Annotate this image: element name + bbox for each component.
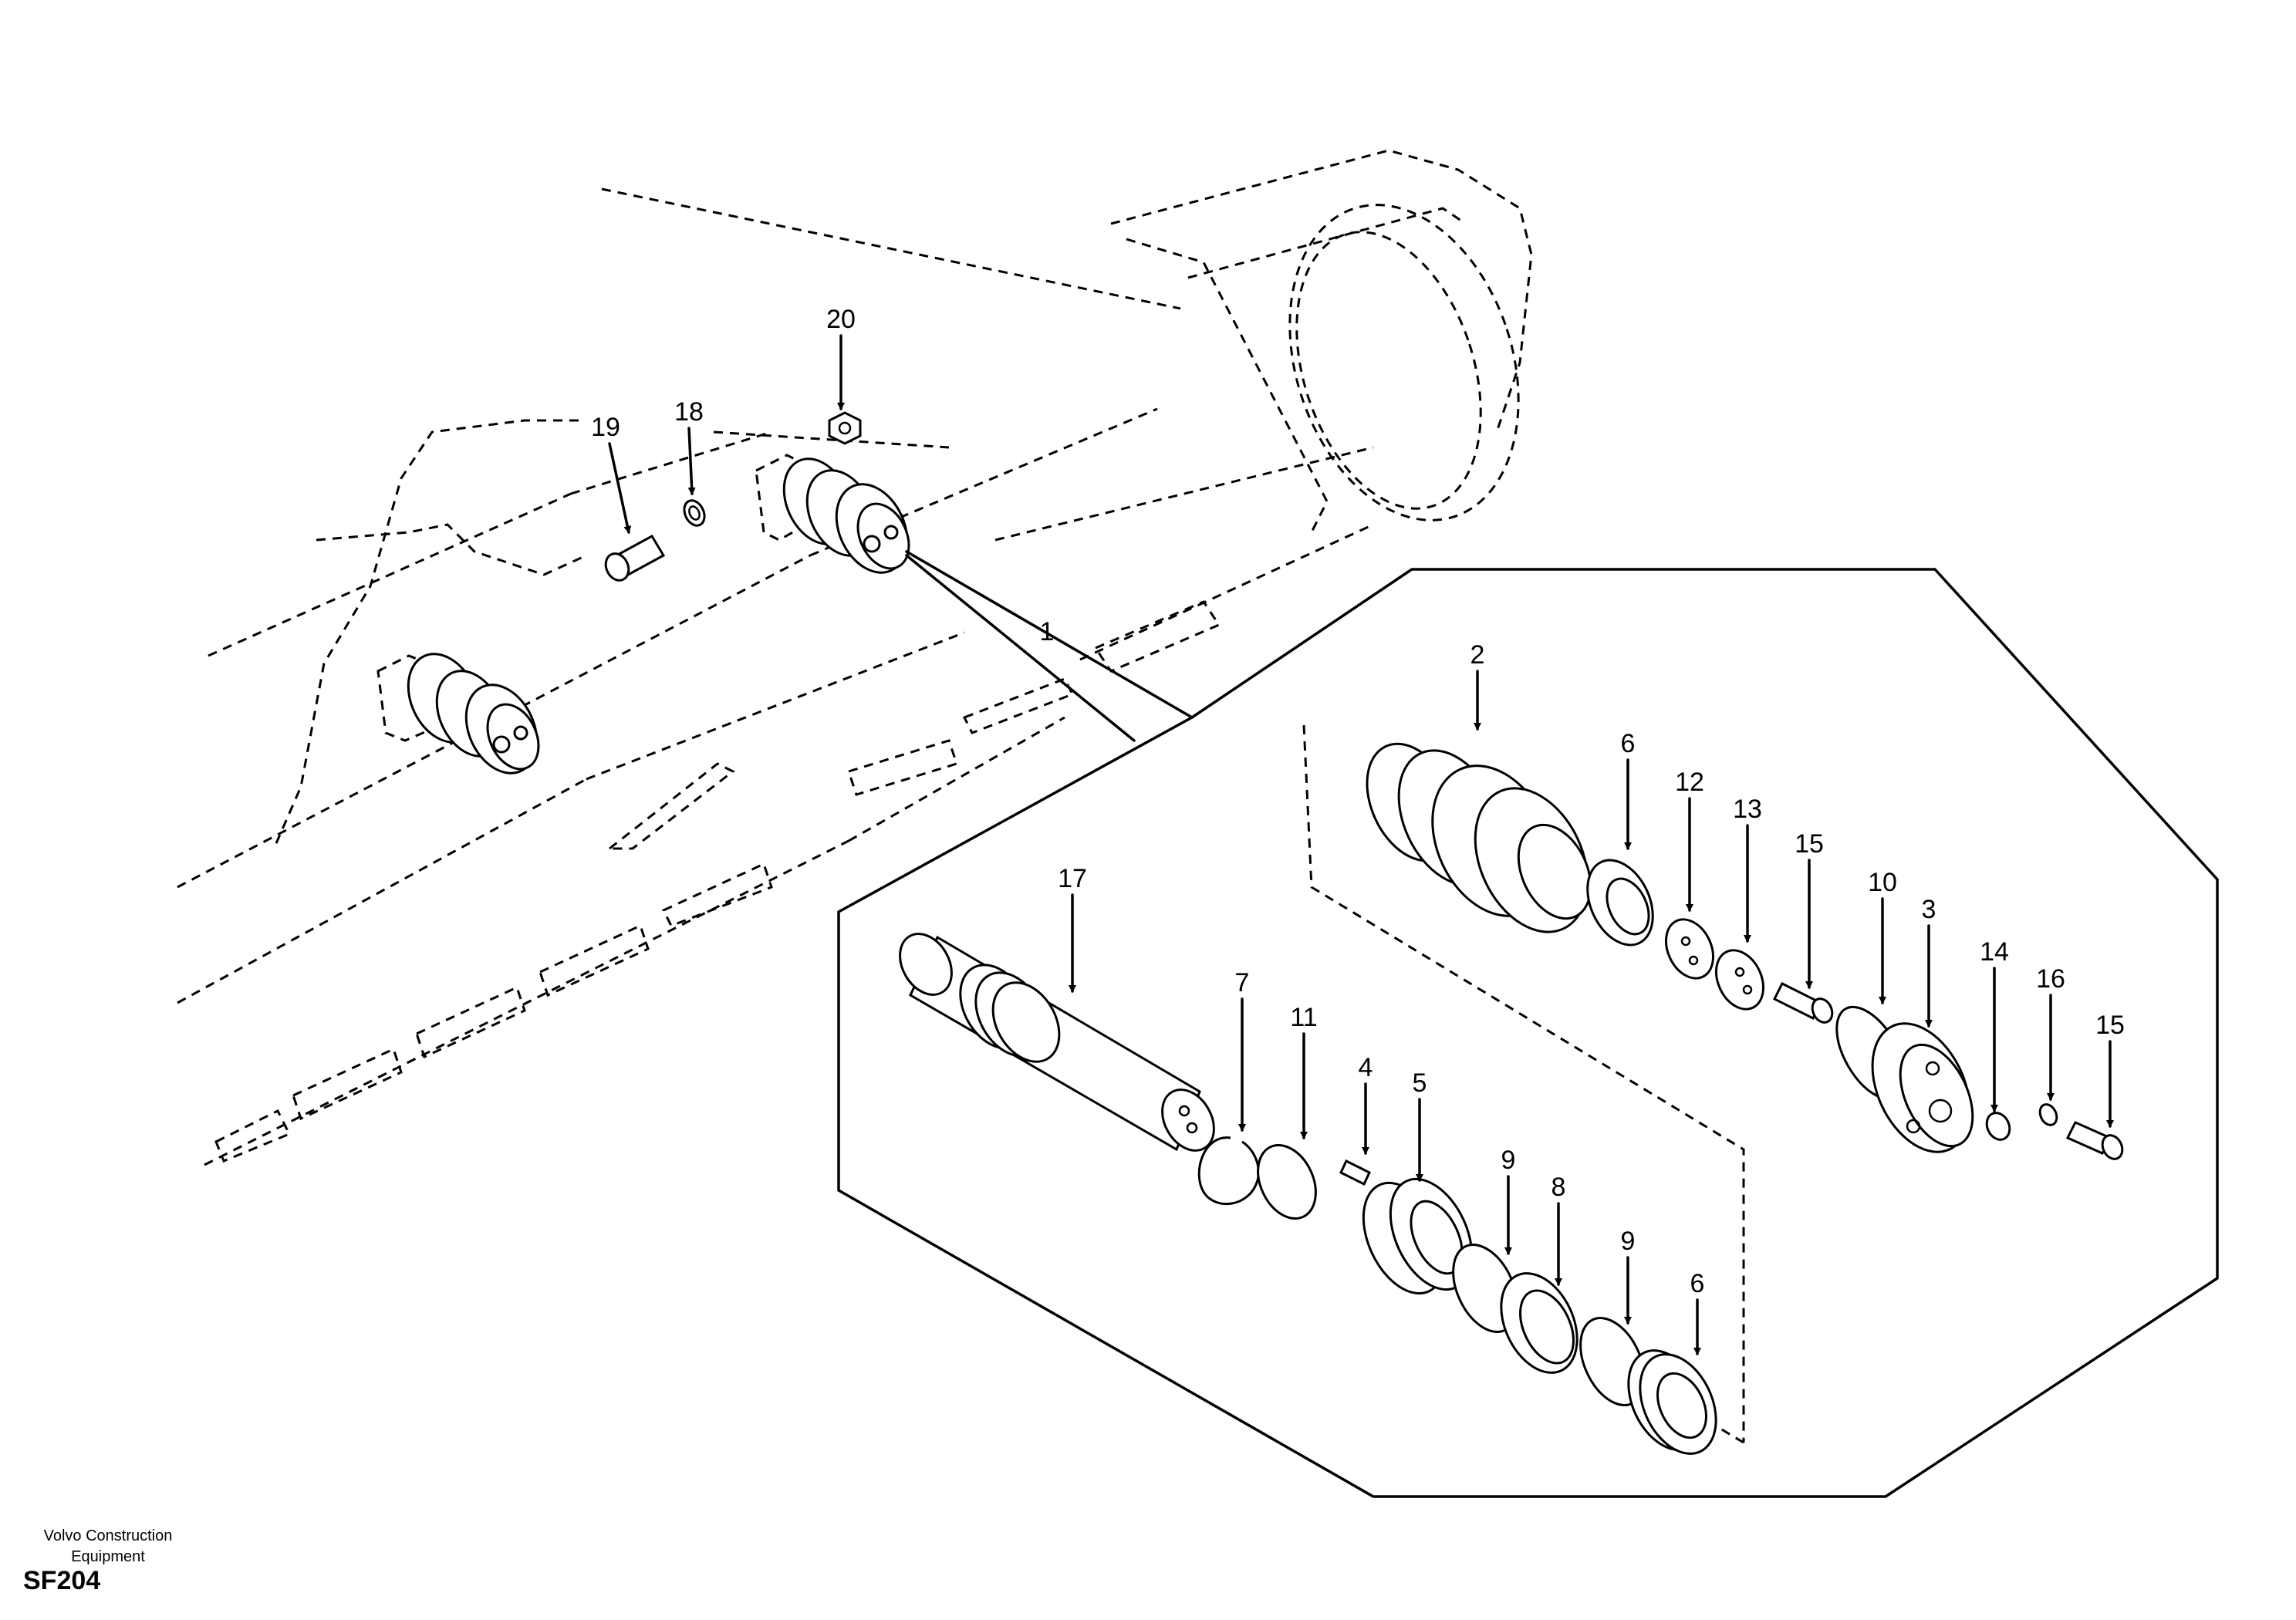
- callout-labels: 20 18 19 1 2 6 12 13 15 17 10 3 14 16 15…: [591, 305, 2125, 1298]
- seal-8: [1500, 1272, 1578, 1374]
- callout-label: 16: [2036, 964, 2065, 994]
- callout-label: 9: [1501, 1146, 1516, 1175]
- callout-label: 6: [1621, 729, 1636, 758]
- callout-label: 7: [1235, 968, 1250, 997]
- plug-14: [1985, 1112, 2011, 1141]
- bolt-15-right: [2065, 1121, 2124, 1160]
- callout-label: 8: [1551, 1173, 1566, 1202]
- washer-16: [2038, 1103, 2058, 1126]
- callout-label: 1: [1040, 617, 1055, 646]
- callout-label: 19: [591, 413, 620, 442]
- arrow-icon: [687, 427, 696, 495]
- callout-label: 12: [1675, 768, 1704, 797]
- callout-label: 17: [1058, 864, 1087, 893]
- callout-label: 13: [1733, 795, 1762, 824]
- roller-body-2: [1366, 742, 1592, 933]
- pin-4: [1339, 1159, 1371, 1186]
- shaft-17: [899, 933, 1215, 1152]
- brand-caption: Volvo Construction Equipment: [43, 1527, 173, 1565]
- bearing-6-lower: [1627, 1349, 1717, 1455]
- callout-arrows: [608, 334, 2114, 1355]
- callout-label: 3: [1922, 895, 1936, 924]
- callout-label: 4: [1359, 1053, 1373, 1082]
- lower-roller-mounted: [376, 653, 540, 775]
- bolt-19: [604, 534, 666, 582]
- callout-label: 15: [2095, 1011, 2125, 1040]
- snap-ring-7: [1197, 1136, 1260, 1205]
- callout-label: 20: [826, 305, 856, 334]
- track-frame-outline: [177, 149, 1533, 1166]
- collar-5: [1362, 1177, 1474, 1295]
- detail-leader: [905, 550, 1194, 719]
- callout-label: 11: [1290, 1003, 1317, 1032]
- callout-label: 2: [1470, 640, 1485, 670]
- bolt-15-left: [1772, 981, 1834, 1024]
- detail-frame: [837, 568, 2219, 1498]
- nut-20: [828, 411, 862, 445]
- detail-leader-2: [905, 554, 1136, 742]
- callout-label: 9: [1621, 1227, 1636, 1256]
- o-ring-11: [1257, 1143, 1317, 1220]
- callout-label: 14: [1980, 937, 2009, 967]
- callout-label: 6: [1690, 1269, 1705, 1298]
- plate-12: [1665, 918, 1714, 980]
- cover-3: [1871, 1022, 1974, 1153]
- callout-label: 15: [1795, 829, 1824, 859]
- plate-13: [1715, 949, 1764, 1011]
- callout-label: 5: [1413, 1068, 1427, 1098]
- callout-label: 10: [1868, 868, 1897, 897]
- washer-18: [683, 499, 706, 527]
- callout-label: 18: [674, 397, 704, 427]
- arrow-icon: [608, 442, 632, 534]
- bearing-6-upper: [1586, 859, 1654, 947]
- figure-code: SF204: [23, 1566, 101, 1595]
- upper-roller-mounted: [755, 454, 910, 574]
